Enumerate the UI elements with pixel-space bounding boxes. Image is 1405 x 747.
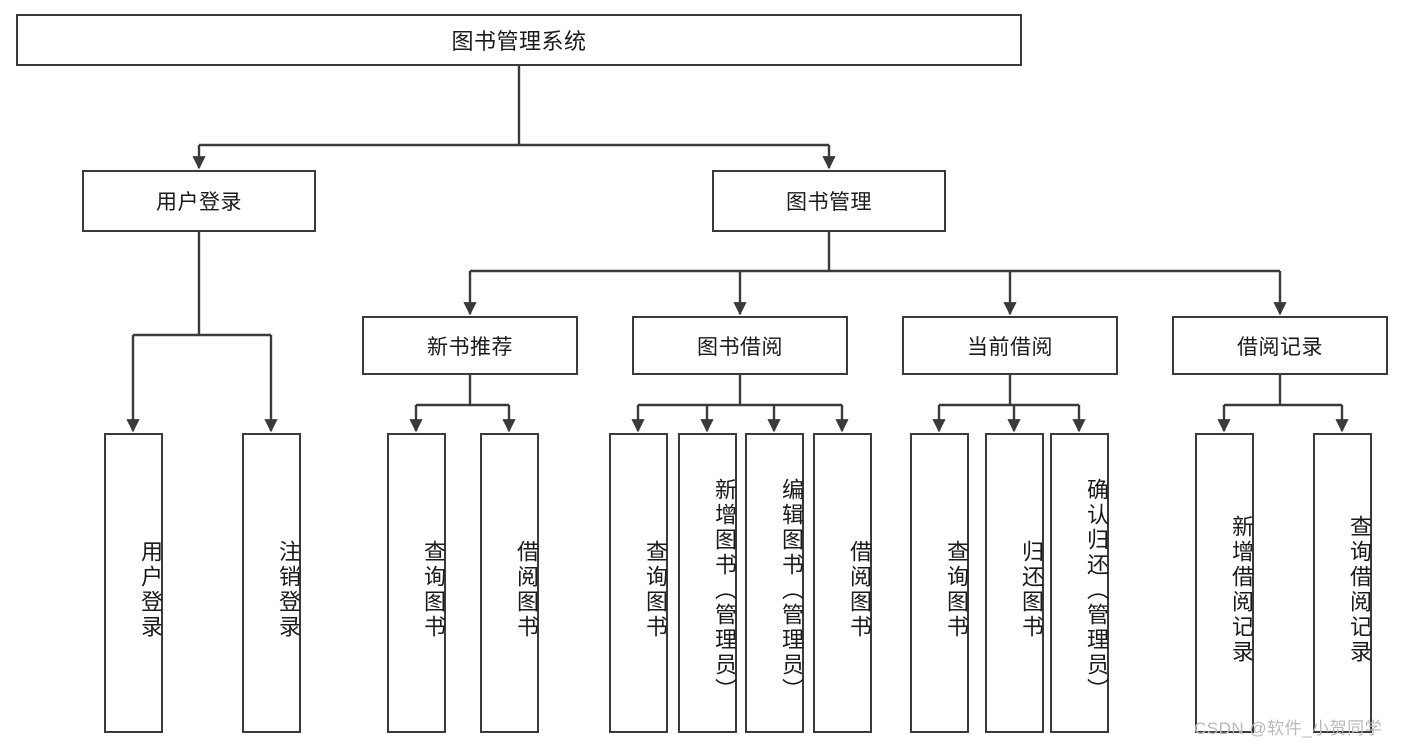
node-leaf-rec-query[interactable]: 查询图书 bbox=[387, 433, 446, 733]
node-leaf-cur-query[interactable]: 查询图书 bbox=[910, 433, 969, 733]
node-leaf-user-login[interactable]: 用户登录 bbox=[104, 433, 163, 733]
node-book-borrow[interactable]: 图书借阅 bbox=[632, 316, 848, 375]
node-leaf-borrow-lend[interactable]: 借阅图书 bbox=[813, 433, 872, 733]
node-current-borrow[interactable]: 当前借阅 bbox=[902, 316, 1118, 375]
node-borrow-record[interactable]: 借阅记录 bbox=[1172, 316, 1388, 375]
node-root[interactable]: 图书管理系统 bbox=[16, 14, 1022, 66]
node-leaf-borrow-edit[interactable]: 编辑图书（管理员） bbox=[745, 433, 804, 733]
node-leaf-borrow-query[interactable]: 查询图书 bbox=[609, 433, 668, 733]
node-leaf-user-logout[interactable]: 注销登录 bbox=[242, 433, 301, 733]
node-leaf-borrow-add[interactable]: 新增图书（管理员） bbox=[678, 433, 737, 733]
node-leaf-cur-return[interactable]: 归还图书 bbox=[985, 433, 1044, 733]
node-new-book-rec[interactable]: 新书推荐 bbox=[362, 316, 578, 375]
node-book-manage[interactable]: 图书管理 bbox=[712, 170, 946, 232]
node-leaf-cur-confirm[interactable]: 确认归还（管理员） bbox=[1050, 433, 1109, 733]
node-leaf-rec-search[interactable]: 查询借阅记录 bbox=[1313, 433, 1372, 733]
watermark-credit: CSDN @软件_小贺同学 bbox=[1194, 719, 1383, 738]
node-leaf-rec-borrow[interactable]: 借阅图书 bbox=[480, 433, 539, 733]
node-leaf-rec-add[interactable]: 新增借阅记录 bbox=[1195, 433, 1254, 733]
node-user-login[interactable]: 用户登录 bbox=[82, 170, 316, 232]
